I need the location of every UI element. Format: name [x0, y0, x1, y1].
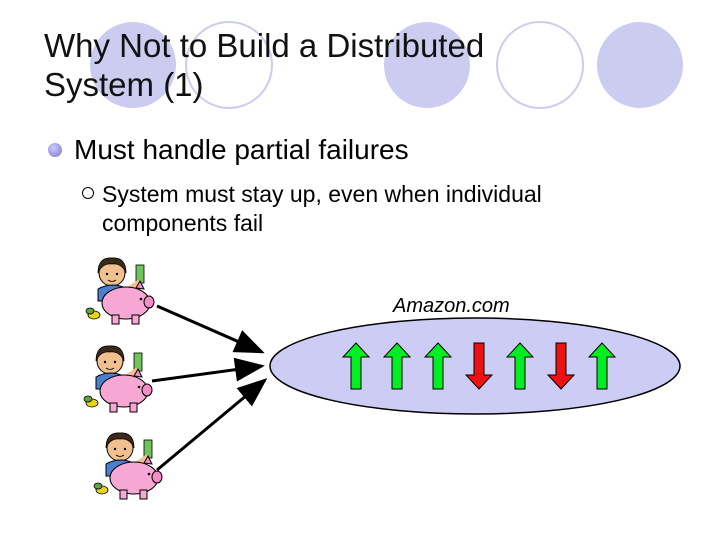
slide-title: Why Not to Build a Distributed System (1…	[44, 27, 485, 103]
request-arrow	[151, 357, 265, 383]
component-up-arrow-icon	[382, 342, 412, 390]
sub-bullet-text: System must stay up, even when individua…	[102, 181, 542, 236]
client-kid-icon	[94, 433, 162, 499]
bullet-text: Must handle partial failures	[74, 134, 409, 165]
decor-circle-outline	[496, 21, 584, 109]
bullet-dot-icon	[48, 143, 62, 157]
component-down-arrow-icon	[464, 342, 494, 390]
decor-circle-filled	[90, 22, 176, 108]
component-up-arrow-icon	[505, 342, 535, 390]
component-down-arrow-icon	[546, 342, 576, 390]
decor-circle-filled	[384, 22, 470, 108]
client-kid-icon	[86, 258, 154, 324]
decor-circle-filled	[597, 22, 683, 108]
component-status-arrows	[341, 342, 617, 390]
request-arrow	[156, 304, 265, 354]
decor-circle-outline	[185, 21, 273, 109]
component-up-arrow-icon	[423, 342, 453, 390]
decorative-circles	[90, 21, 683, 109]
component-up-arrow-icon	[587, 342, 617, 390]
component-up-arrow-icon	[341, 342, 371, 390]
server-label: Amazon.com	[393, 295, 510, 317]
client-kid-icon	[84, 346, 152, 412]
request-arrow	[156, 378, 268, 472]
bullet-level-2: System must stay up, even when individua…	[82, 180, 642, 238]
bullet-ring-icon	[82, 187, 94, 199]
